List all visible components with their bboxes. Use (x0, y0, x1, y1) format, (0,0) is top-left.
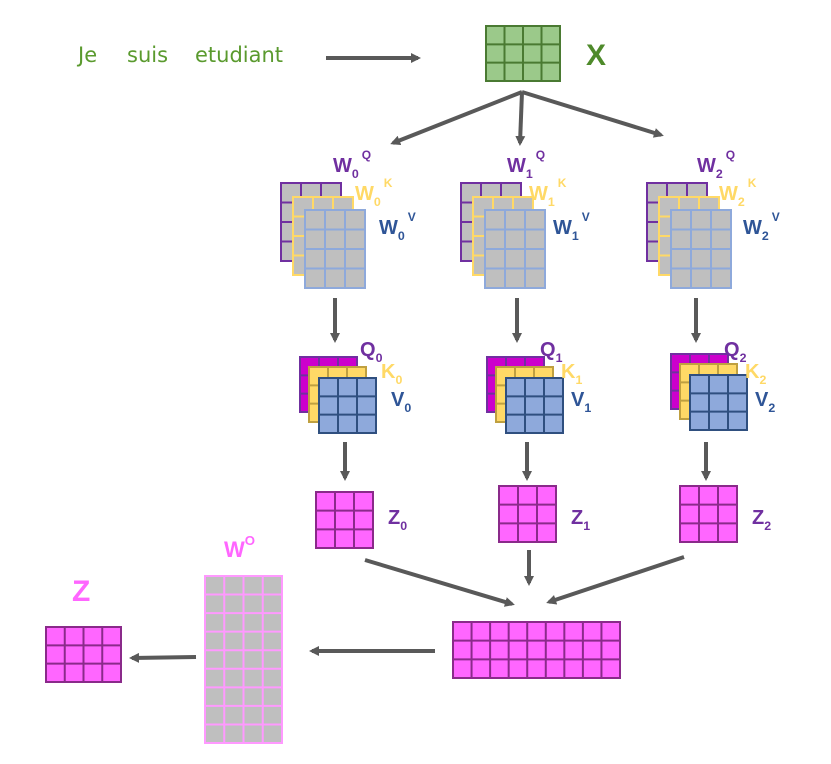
x-label: X (586, 39, 606, 72)
q-label-2: Q2 (724, 339, 747, 365)
arrow-wo-to-z (129, 652, 197, 663)
w-v-matrix-1 (484, 209, 546, 289)
v-matrix-2 (689, 374, 748, 431)
v-label-1: V1 (571, 389, 591, 415)
w-o-matrix (204, 575, 283, 744)
arrow-x-to-head-0 (390, 90, 523, 146)
arrow-z2-to-concat (546, 555, 685, 605)
w-q-label-0: W0Q (333, 148, 371, 181)
v-label-2: V2 (755, 389, 775, 415)
q-label-0: Q0 (360, 339, 383, 365)
v-label-0: V0 (391, 389, 411, 415)
k-label-0: K0 (381, 361, 402, 387)
z-matrix-0 (315, 491, 374, 549)
w-o-label: WO (224, 533, 255, 562)
z-label-2: Z2 (752, 507, 771, 533)
input-word: Je (76, 43, 97, 67)
w-v-label-1: W1V (553, 210, 590, 243)
final-z-label: Z (72, 575, 90, 608)
w-v-label-0: W0V (379, 210, 416, 243)
z-label-1: Z1 (571, 507, 590, 533)
z-matrix-2 (679, 485, 738, 543)
input-word: etudiant (195, 43, 283, 67)
w-k-label-0: W0K (355, 176, 393, 209)
arrow-x-to-head-1 (515, 91, 526, 146)
input-embedding-x (485, 25, 561, 82)
w-v-label-2: W2V (743, 210, 780, 243)
k-label-1: K1 (561, 361, 582, 387)
final-z-matrix (45, 626, 122, 683)
input-word: suis (127, 43, 168, 67)
w-v-matrix-0 (304, 209, 366, 289)
w-k-label-1: W1K (529, 176, 567, 209)
z-matrix-1 (498, 485, 557, 543)
w-q-label-1: W1Q (507, 148, 545, 181)
q-label-1: Q1 (540, 339, 563, 365)
v-matrix-0 (318, 377, 377, 434)
z-label-0: Z0 (388, 507, 407, 533)
w-k-label-2: W2K (719, 176, 757, 209)
w-v-matrix-2 (670, 209, 732, 289)
arrow-z0-to-concat (364, 558, 515, 607)
k-label-2: K2 (745, 361, 766, 387)
arrow-x-to-head-2 (521, 90, 664, 138)
w-q-label-2: W2Q (697, 148, 735, 181)
concat-z-matrix (452, 621, 621, 679)
v-matrix-1 (505, 377, 564, 434)
